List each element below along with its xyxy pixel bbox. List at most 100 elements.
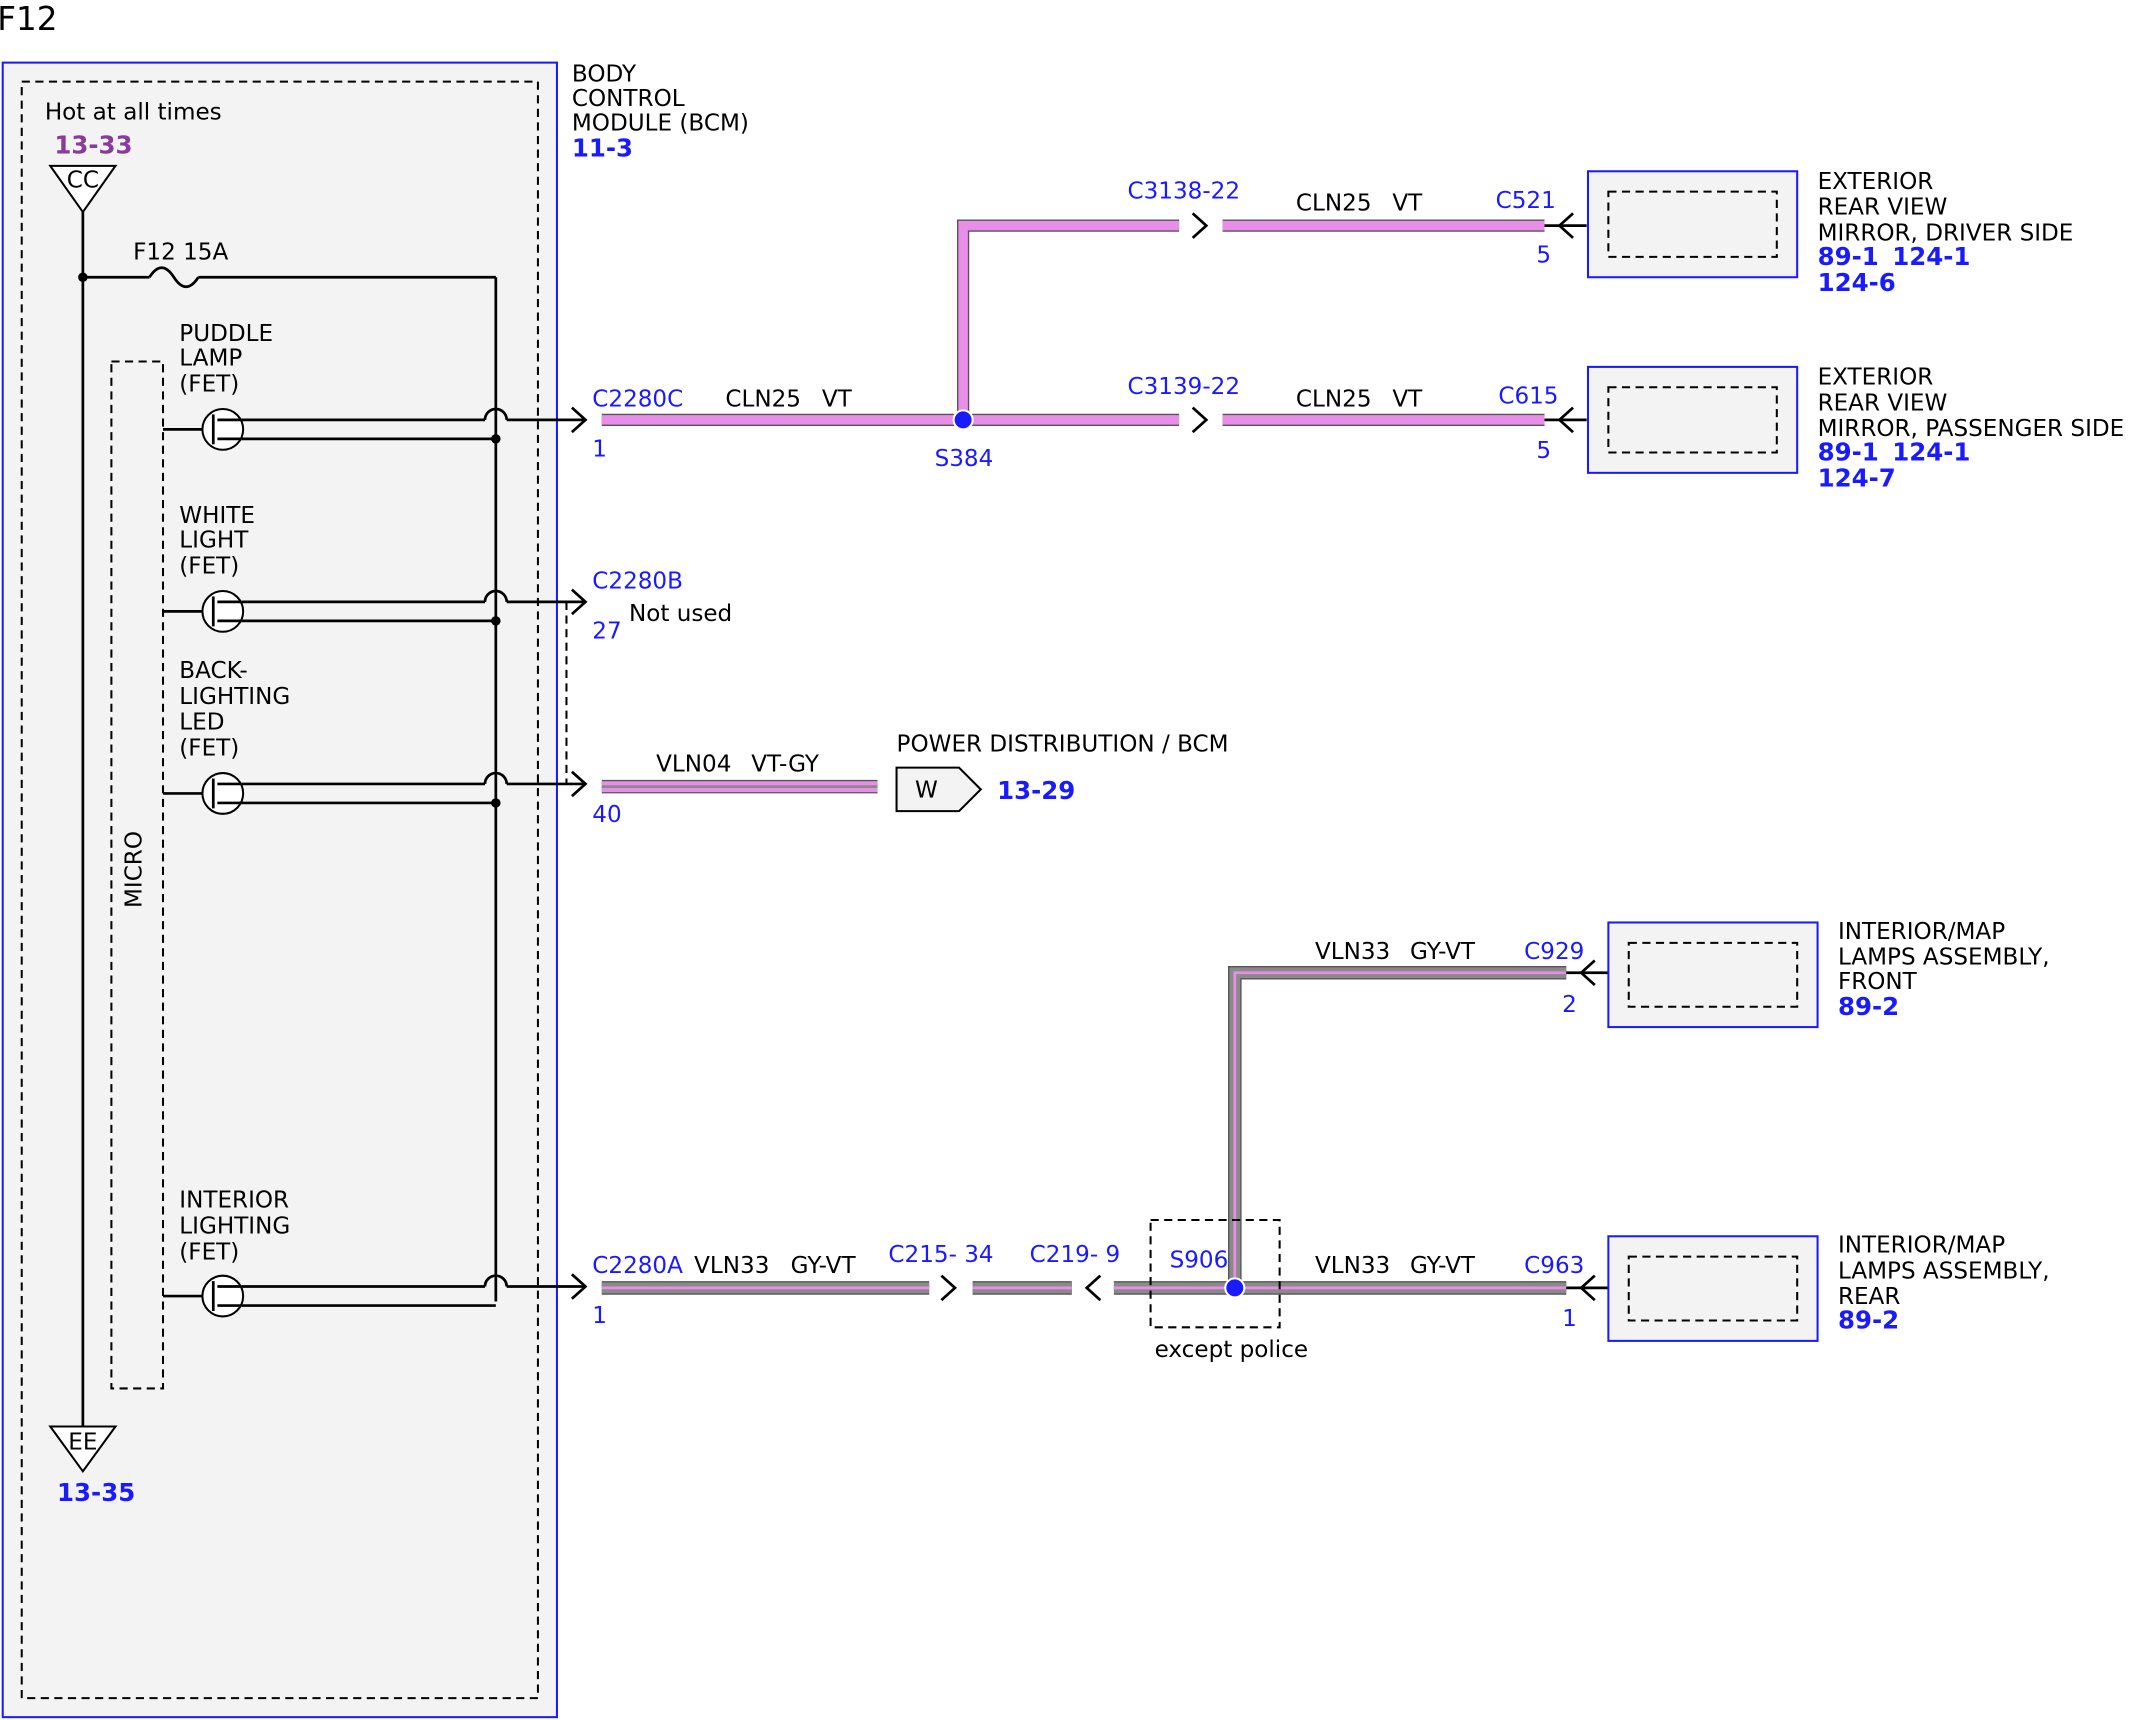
wire-label: CLN25 bbox=[725, 386, 801, 412]
component-mirror-passenger: EXTERIOR REAR VIEW MIRROR, PASSENGER SID… bbox=[1586, 365, 2125, 492]
component-label-line: FRONT bbox=[1838, 969, 1918, 995]
component-label-line: LAMPS ASSEMBLY, bbox=[1838, 945, 2050, 971]
wire-label: CLN25 bbox=[1296, 191, 1372, 217]
c929-label: C929 bbox=[1524, 939, 1584, 965]
component-label-line: REAR bbox=[1838, 1284, 1900, 1310]
c929-pin: 2 bbox=[1562, 992, 1577, 1018]
fet-label-line: LIGHTING bbox=[179, 684, 290, 710]
not-used-label: Not used bbox=[629, 601, 732, 627]
hot-label: Hot at all times bbox=[45, 100, 222, 126]
component-label-line: LAMPS ASSEMBLY, bbox=[1838, 1258, 2050, 1284]
bcm-name-3: MODULE (BCM) bbox=[572, 111, 749, 137]
component-label-line: EXTERIOR bbox=[1818, 169, 1934, 195]
w-tag: W bbox=[915, 778, 938, 804]
wire-label: VLN33 bbox=[1315, 1253, 1390, 1279]
except-police-box bbox=[1149, 1218, 1281, 1329]
component-map-front: INTERIOR/MAP LAMPS ASSEMBLY, FRONT 89-2 bbox=[1607, 919, 2050, 1029]
cc-tag: CC bbox=[67, 168, 99, 194]
page-title: F12 bbox=[0, 0, 58, 38]
c3138-label: C3138-22 bbox=[1127, 178, 1240, 204]
c2280b-label: C2280B bbox=[592, 568, 683, 594]
component-label-line: INTERIOR/MAP bbox=[1838, 1233, 2005, 1259]
power-ref: 13-29 bbox=[997, 776, 1075, 805]
fet-backlighting-led: BACK- LIGHTING LED (FET) bbox=[163, 658, 586, 815]
fet-transistor-icon bbox=[201, 407, 245, 451]
component-label-line: REAR VIEW bbox=[1818, 390, 1948, 416]
w-tag-icon bbox=[895, 766, 983, 813]
fet-label-line: LED bbox=[179, 710, 224, 736]
component-ref: 124-1 bbox=[1892, 438, 1970, 467]
splice-s384-icon bbox=[952, 409, 974, 431]
c2280b-pin: 27 bbox=[592, 619, 621, 645]
s906-label: S906 bbox=[1170, 1248, 1229, 1274]
fuse-label: F12 15A bbox=[133, 240, 228, 266]
component-label-line: INTERIOR/MAP bbox=[1838, 919, 2005, 945]
cc-tag-icon bbox=[48, 164, 118, 214]
wire-label: VLN33 bbox=[694, 1253, 769, 1279]
bcm-name-2: CONTROL bbox=[572, 86, 685, 112]
component-ref: 124-6 bbox=[1818, 268, 1896, 297]
c215-label: C215- 34 bbox=[888, 1242, 993, 1268]
splice-s906-icon bbox=[1224, 1277, 1246, 1299]
fet-white-light: WHITE LIGHT (FET) bbox=[163, 503, 586, 633]
c3139-label: C3139-22 bbox=[1127, 374, 1240, 400]
wire-color: VT bbox=[1392, 386, 1423, 412]
power-dist-title: POWER DISTRIBUTION / BCM bbox=[897, 731, 1229, 757]
component-label-line: REAR VIEW bbox=[1818, 195, 1948, 221]
fet-label-line: WHITE bbox=[179, 503, 255, 529]
except-police-label: except police bbox=[1155, 1337, 1308, 1363]
component-ref: 89-1 bbox=[1818, 438, 1879, 467]
c2280b-pin-40: 40 bbox=[592, 802, 621, 828]
wire-cln25 bbox=[601, 219, 1545, 426]
wire-color: GY-VT bbox=[791, 1253, 857, 1279]
component-ref: 89-1 bbox=[1818, 242, 1879, 271]
c2280c-pin: 1 bbox=[592, 437, 607, 463]
fet-label-line: LIGHT bbox=[179, 528, 249, 554]
wire-label: VLN04 bbox=[656, 752, 731, 778]
component-ref: 89-2 bbox=[1838, 1306, 1899, 1335]
component-label-line: EXTERIOR bbox=[1818, 365, 1934, 391]
component-ref: 89-2 bbox=[1838, 992, 1899, 1021]
component-label-line: MIRROR, PASSENGER SIDE bbox=[1818, 416, 2125, 442]
fet-transistor-icon bbox=[201, 590, 245, 633]
c963-pin: 1 bbox=[1562, 1306, 1577, 1332]
component-mirror-driver: EXTERIOR REAR VIEW MIRROR, DRIVER SIDE 8… bbox=[1586, 169, 2074, 297]
ee-tag: EE bbox=[68, 1430, 97, 1456]
s384-label: S384 bbox=[935, 446, 994, 472]
c2280c-label: C2280C bbox=[592, 386, 683, 412]
c615-pin: 5 bbox=[1536, 438, 1551, 464]
bcm-ref: 11-3 bbox=[572, 133, 633, 162]
bcm-module: BODY CONTROL MODULE (BCM) 11-3 bbox=[1, 61, 749, 1719]
wire-label: VLN33 bbox=[1315, 939, 1390, 965]
fet-label-line: (FET) bbox=[179, 371, 239, 397]
micro-box bbox=[110, 360, 165, 1390]
wire-label: CLN25 bbox=[1296, 386, 1372, 412]
fet-label-line: LIGHTING bbox=[179, 1214, 290, 1240]
wire-color: VT-GY bbox=[751, 752, 820, 778]
micro-label: MICRO bbox=[121, 831, 147, 908]
wire-vln33 bbox=[601, 965, 1567, 1295]
fet-label-line: BACK- bbox=[179, 658, 247, 684]
component-ref: 124-1 bbox=[1892, 242, 1970, 271]
c521-label: C521 bbox=[1496, 188, 1556, 214]
bcm-name-1: BODY bbox=[572, 62, 637, 88]
c2280a-label: C2280A bbox=[592, 1253, 683, 1279]
ee-tag-icon bbox=[48, 1425, 118, 1474]
fet-puddle-lamp: PUDDLE LAMP (FET) bbox=[163, 321, 586, 451]
wire-color: GY-VT bbox=[1410, 939, 1476, 965]
wire-color: VT bbox=[1392, 191, 1423, 217]
wire-color: VT bbox=[822, 386, 853, 412]
ee-ref: 13-35 bbox=[57, 1478, 135, 1507]
wire-color: GY-VT bbox=[1410, 1253, 1476, 1279]
fet-label-line: (FET) bbox=[179, 553, 239, 579]
c963-label: C963 bbox=[1524, 1253, 1584, 1279]
fet-transistor-icon bbox=[201, 772, 245, 815]
fuse-icon bbox=[148, 266, 200, 289]
fet-label-line: (FET) bbox=[179, 1239, 239, 1265]
fet-transistor-icon bbox=[201, 1274, 245, 1318]
component-label-line: MIRROR, DRIVER SIDE bbox=[1818, 221, 2074, 247]
fet-interior-lighting: INTERIOR LIGHTING (FET) bbox=[163, 1188, 586, 1318]
component-ref: 124-7 bbox=[1818, 463, 1896, 492]
component-map-rear: INTERIOR/MAP LAMPS ASSEMBLY, REAR 89-2 bbox=[1607, 1233, 2050, 1342]
